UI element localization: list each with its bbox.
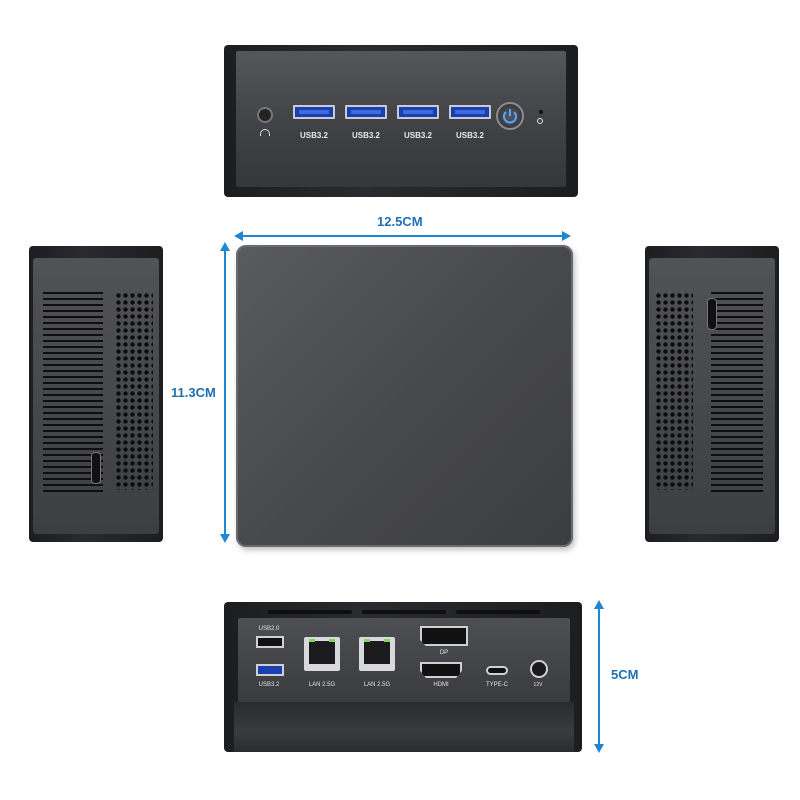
audio-jack-icon <box>257 107 273 123</box>
width-label: 12.5CM <box>377 214 423 229</box>
rear-vent-slot-1 <box>268 610 352 614</box>
width-arrow-left <box>234 231 243 241</box>
usb2-port <box>256 636 284 648</box>
lan-label-1: LAN 2.5G <box>308 682 336 688</box>
rear-vent-slot-2 <box>362 610 446 614</box>
usb-port-1 <box>293 105 335 119</box>
left-side-view <box>29 246 163 542</box>
hdmi-label: HDMI <box>433 682 449 688</box>
usb-label-1: USB3.2 <box>299 131 328 140</box>
dc-label: 12V <box>533 682 543 688</box>
usb-port-2 <box>345 105 387 119</box>
mic-icon <box>537 118 543 124</box>
typec-label: TYPE-C <box>485 682 508 688</box>
usb-port-3 <box>397 105 439 119</box>
hdmi-port <box>420 662 462 678</box>
usb-label-4: USB3.2 <box>455 131 484 140</box>
depth-dimension-line <box>224 250 226 534</box>
power-icon <box>503 109 517 124</box>
top-view-lid <box>236 245 573 547</box>
lan-label-2: LAN 2.5G <box>363 682 391 688</box>
width-dimension-line <box>242 235 562 237</box>
rear-panel <box>238 618 570 702</box>
depth-label: 11.3CM <box>171 385 216 400</box>
usb-port-4 <box>449 105 491 119</box>
right-side-clip <box>707 298 717 330</box>
right-side-vent-grill <box>711 292 763 492</box>
dp-label: DP <box>439 650 449 656</box>
usb-label-2: USB3.2 <box>351 131 380 140</box>
width-arrow-right <box>562 231 571 241</box>
lan-port-1 <box>304 637 340 671</box>
rear-base <box>234 702 574 752</box>
rear-vent-slot-3 <box>456 610 540 614</box>
left-side-clip <box>91 452 101 484</box>
lan-port-2 <box>359 637 395 671</box>
depth-arrow-up <box>220 242 230 251</box>
rear-view: USB2.0 USB3.2 LAN 2.5G LAN 2.5G DP HDMI … <box>224 602 582 752</box>
displayport-port <box>420 626 468 646</box>
usb3-label: USB3.2 <box>258 682 280 688</box>
height-dimension-line <box>598 608 600 744</box>
dc-power-jack <box>530 660 548 678</box>
typec-port <box>486 666 508 675</box>
usb-label-3: USB3.2 <box>403 131 432 140</box>
mic-hole <box>539 110 543 114</box>
right-side-view <box>645 246 779 542</box>
depth-arrow-down <box>220 534 230 543</box>
front-view: USB3.2 USB3.2 USB3.2 USB3.2 <box>224 45 578 197</box>
headphone-icon <box>260 129 270 136</box>
usb2-label: USB2.0 <box>258 626 280 632</box>
height-label: 5CM <box>611 667 639 682</box>
height-arrow-down <box>594 744 604 753</box>
usb3-port <box>256 664 284 676</box>
left-side-mesh <box>115 292 153 490</box>
power-button <box>496 102 524 130</box>
height-arrow-up <box>594 600 604 609</box>
right-side-mesh <box>655 292 693 490</box>
